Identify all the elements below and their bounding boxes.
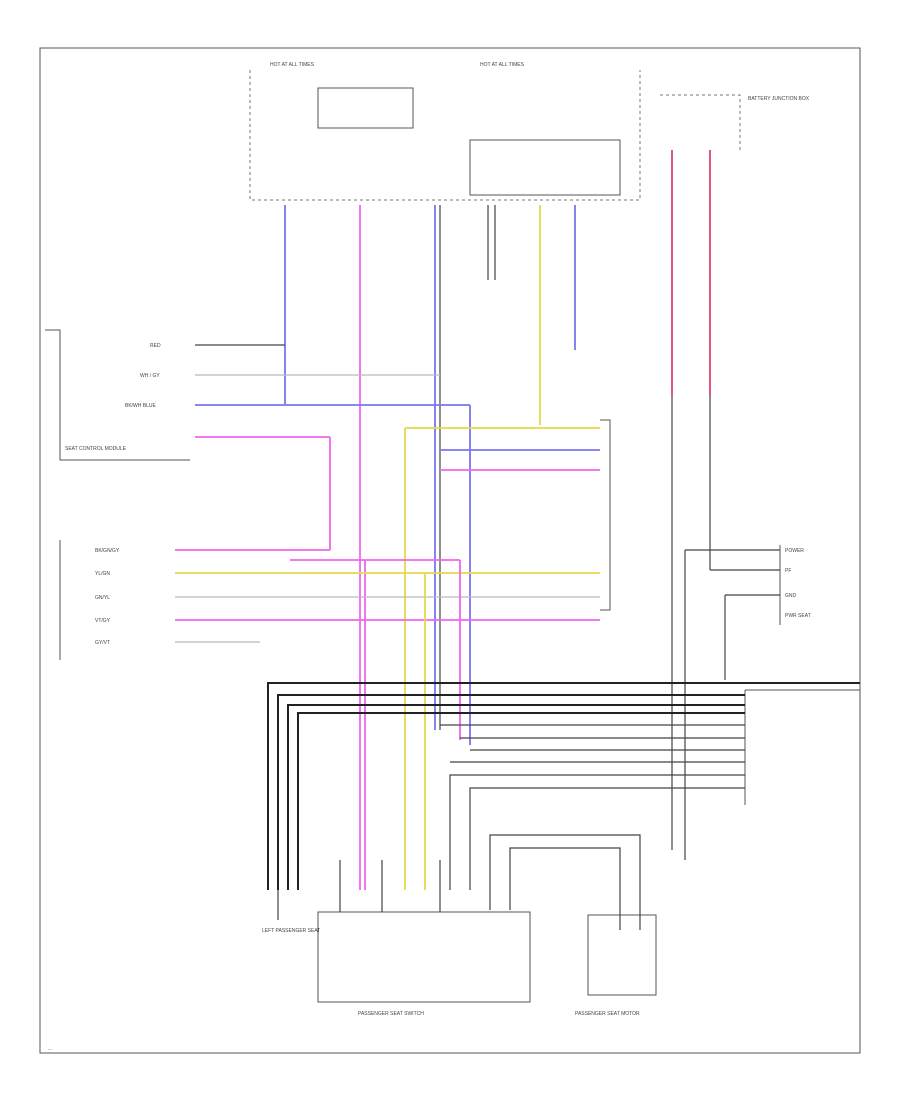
right-connector-outline xyxy=(600,419,611,611)
ground-bus-4 xyxy=(297,712,745,890)
ground-bus-2 xyxy=(277,694,745,890)
left-conn-label-1: WH / GY xyxy=(140,373,160,379)
wire-rl-5 xyxy=(449,774,745,890)
passenger-seat-motor-box xyxy=(587,914,657,996)
wire-b-2 xyxy=(509,847,621,930)
label-battery-junction: BATTERY JUNCTION BOX xyxy=(748,96,810,102)
lower-left-label-4: GY/VT xyxy=(95,640,110,646)
right-conn-label-1: PF xyxy=(785,568,791,574)
junction-box-outline xyxy=(249,70,641,201)
left-module-outline xyxy=(45,329,190,461)
right-conn-label-0: POWER xyxy=(785,548,804,554)
left-conn-label-0: RED xyxy=(150,343,161,349)
lower-left-label-1: YL/GN xyxy=(95,571,110,577)
wire-b-1 xyxy=(489,834,641,930)
footer-code: ... xyxy=(48,1046,52,1052)
right-conn-label-2: GND xyxy=(785,593,797,599)
diagram-border xyxy=(39,47,861,1054)
passenger-seat-switch-box xyxy=(317,911,531,1003)
right-lower-connector-outline xyxy=(744,689,860,805)
label-hot-mid: HOT AT ALL TIMES xyxy=(480,62,525,68)
bottom-mid-component-label: PASSENGER SEAT SWITCH xyxy=(358,1011,424,1017)
lower-left-label-3: VT/GY xyxy=(95,618,111,624)
wire-rl-6 xyxy=(469,787,745,890)
lower-left-label-0: BK/GN/GY xyxy=(95,548,120,554)
ground-bus-3 xyxy=(287,704,745,890)
bottom-right-component-label: PASSENGER SEAT MOTOR xyxy=(575,1011,640,1017)
right-fuse-outline xyxy=(660,94,741,150)
bottom-left-component-label: LEFT PASSENGER SEAT xyxy=(262,928,320,934)
lower-left-label-2: GN/YL xyxy=(95,595,110,601)
junction-relay-box xyxy=(317,87,414,129)
junction-switch-box xyxy=(469,139,621,196)
right-conn-label-3: PWR SEAT xyxy=(785,613,811,619)
ground-bus-1 xyxy=(267,682,860,890)
left-block-title: SEAT CONTROL MODULE xyxy=(65,446,127,452)
label-hot-left: HOT AT ALL TIMES xyxy=(270,62,315,68)
left-conn-label-2: BK/WH BLUE xyxy=(125,403,157,409)
